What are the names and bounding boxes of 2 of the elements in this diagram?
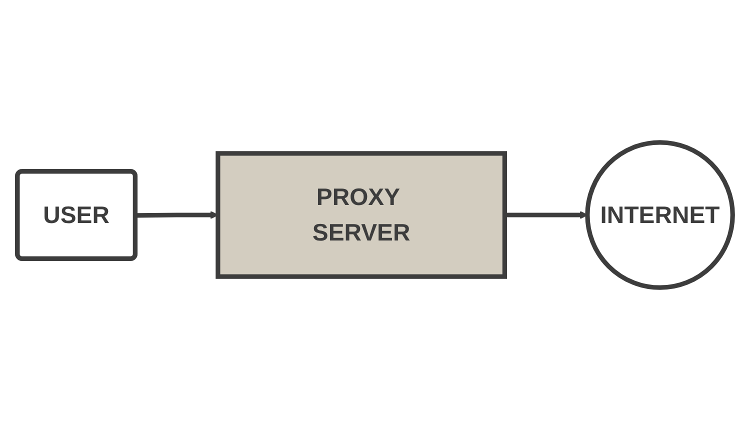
node-box: PROXY SERVER <box>216 151 507 279</box>
node-circle: INTERNET <box>585 140 735 290</box>
